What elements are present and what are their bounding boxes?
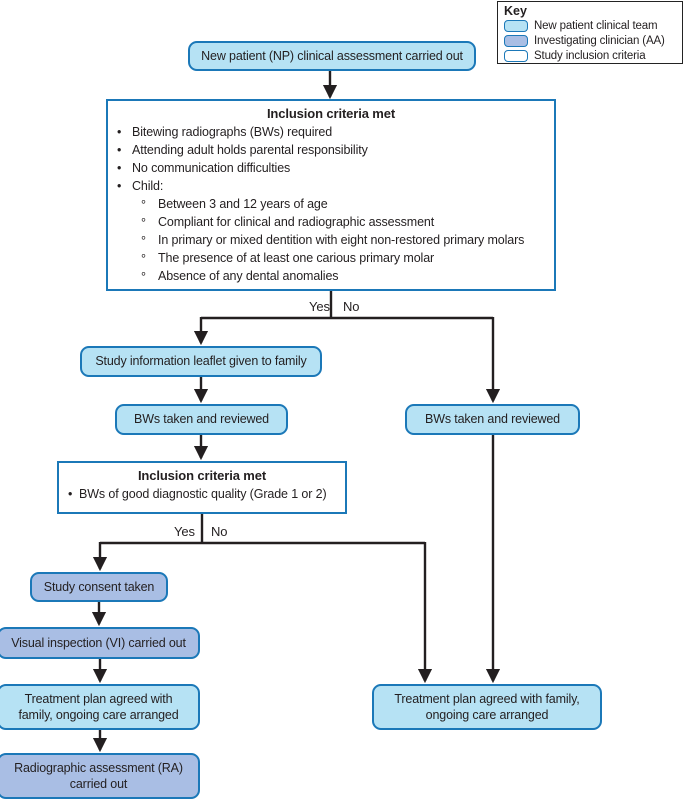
node-inclusion-criteria-2: Inclusion criteria met BWs of good diagn… — [57, 461, 347, 514]
node-radiographic: Radiographic assessment (RA) carried out — [0, 753, 200, 799]
node-bws-left: BWs taken and reviewed — [115, 404, 288, 435]
key-label: Investigating clinician (AA) — [534, 34, 665, 47]
key-swatch-inclusion-criteria — [504, 49, 528, 62]
branch2-no-label: No — [211, 524, 228, 539]
branch1-yes-label: Yes — [309, 299, 330, 314]
key-swatch-investigating-clinician — [504, 34, 528, 47]
criteria-subitem: The presence of at least one carious pri… — [108, 249, 554, 268]
node-treatment-left: Treatment plan agreed with family, ongoi… — [0, 684, 200, 730]
criteria-title: Inclusion criteria met — [266, 106, 396, 121]
criteria-item: Child: — [108, 177, 554, 195]
criteria-subitem: Between 3 and 12 years of age — [108, 195, 554, 214]
key-panel: Key New patient clinical team Investigat… — [497, 1, 683, 64]
branch2-yes-label: Yes — [174, 524, 195, 539]
node-visual-inspection: Visual inspection (VI) carried out — [0, 627, 200, 659]
node-treatment-right: Treatment plan agreed with family, ongoi… — [372, 684, 602, 730]
node-consent: Study consent taken — [30, 572, 168, 602]
key-item-new-patient-team: New patient clinical team — [504, 18, 677, 33]
node-np-assessment: New patient (NP) clinical assessment car… — [188, 41, 476, 71]
criteria-item: Attending adult holds parental responsib… — [108, 141, 554, 159]
key-item-inclusion-criteria: Study inclusion criteria — [504, 48, 677, 63]
criteria-list: BWs of good diagnostic quality (Grade 1 … — [59, 485, 345, 503]
node-leaflet: Study information leaflet given to famil… — [80, 346, 322, 377]
node-bws-right: BWs taken and reviewed — [405, 404, 580, 435]
criteria-item: No communication difficulties — [108, 159, 554, 177]
key-item-investigating-clinician: Investigating clinician (AA) — [504, 33, 677, 48]
criteria-subitem: Absence of any dental anomalies — [108, 267, 554, 286]
key-title: Key — [504, 4, 527, 18]
key-swatch-new-patient-team — [504, 19, 528, 32]
criteria-item: BWs of good diagnostic quality (Grade 1 … — [59, 485, 345, 503]
key-label: New patient clinical team — [534, 19, 658, 32]
branch1-no-label: No — [343, 299, 360, 314]
criteria-list: Bitewing radiographs (BWs) required Atte… — [108, 123, 554, 286]
key-label: Study inclusion criteria — [534, 49, 646, 62]
node-inclusion-criteria-1: Inclusion criteria met Bitewing radiogra… — [106, 99, 556, 291]
criteria-item: Bitewing radiographs (BWs) required — [108, 123, 554, 141]
criteria-subitem: Compliant for clinical and radiographic … — [108, 213, 554, 232]
criteria-title: Inclusion criteria met — [137, 468, 267, 483]
criteria-subitem: In primary or mixed dentition with eight… — [108, 231, 554, 250]
